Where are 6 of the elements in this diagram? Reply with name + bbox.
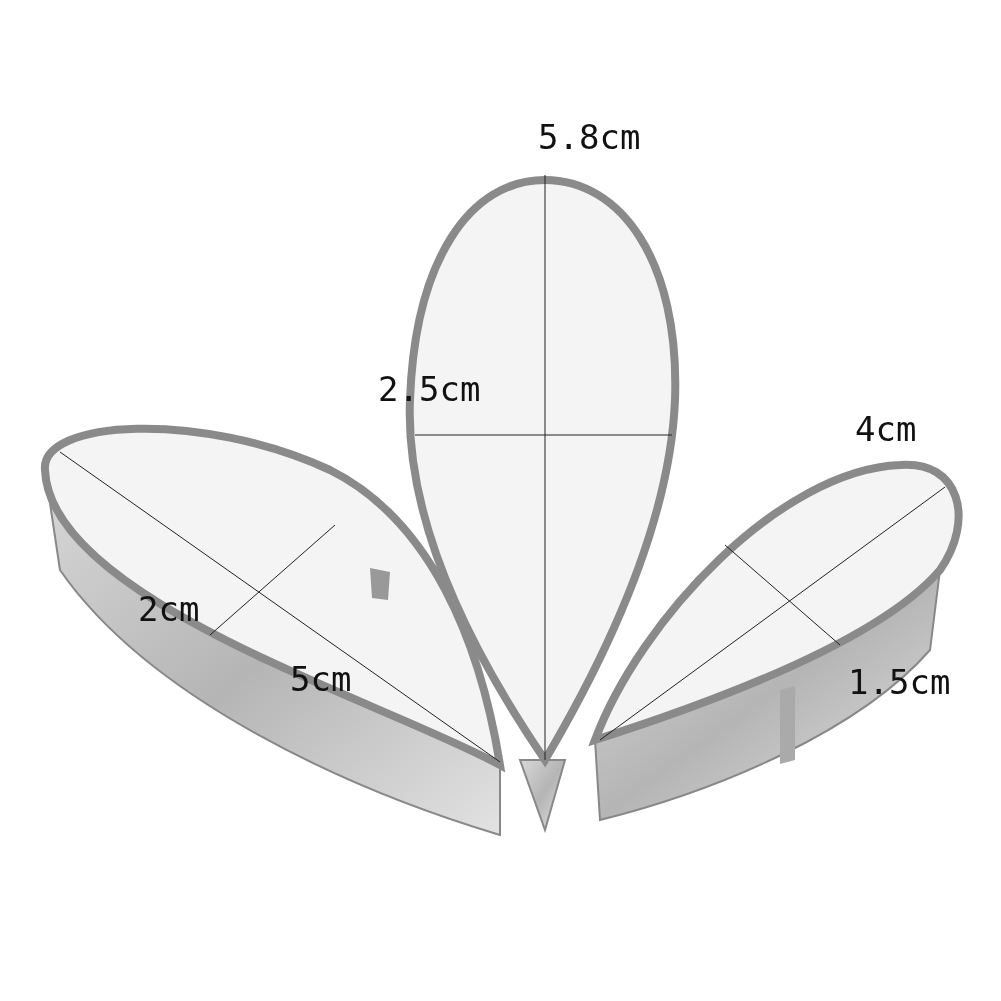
dimension-label: 5cm xyxy=(290,662,352,696)
dimension-label: 1.5cm xyxy=(848,665,951,699)
dimension-label: 5.8cm xyxy=(538,120,641,154)
dimension-label: 2.5cm xyxy=(378,372,481,406)
dimension-label: 2cm xyxy=(138,592,200,626)
dimension-label: 4cm xyxy=(855,412,917,446)
